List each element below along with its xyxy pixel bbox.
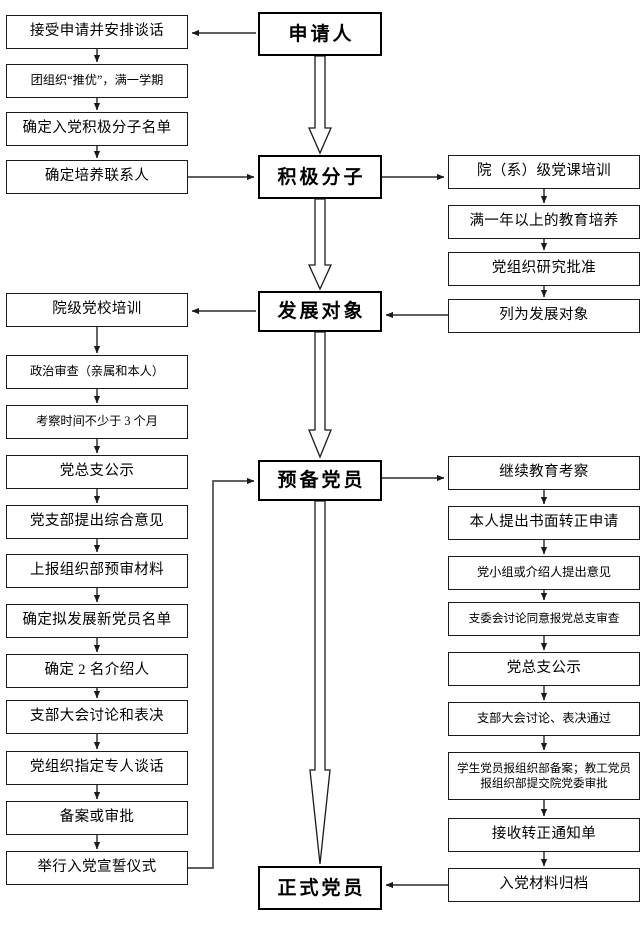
step-branch-comprehensive-opinion-label: 党支部提出综合意见 xyxy=(29,513,165,530)
block-arrow-development-to-probationary xyxy=(308,331,332,459)
step-party-org-approval[interactable]: 党组织研究批准 xyxy=(448,252,640,286)
step-filing-or-approval[interactable]: 备案或审批 xyxy=(6,801,188,835)
milestone-development-target-label: 发展对象 xyxy=(277,300,366,323)
block-arrow-applicant-to-activist xyxy=(308,55,332,155)
step-branch-comprehensive-opinion[interactable]: 党支部提出综合意见 xyxy=(6,505,188,539)
milestone-probationary-member-label: 预备党员 xyxy=(277,469,366,492)
step-confirm-activist-list[interactable]: 确定入党积极分子名单 xyxy=(6,112,188,146)
milestone-probationary-member[interactable]: 预备党员 xyxy=(258,460,382,501)
step-filing-student-staff-label: 学生党员报组织部备案；教工党员报组织部提交院党委审批 xyxy=(457,761,631,790)
milestone-full-member[interactable]: 正式党员 xyxy=(258,866,382,910)
step-oath-ceremony[interactable]: 举行入党宣誓仪式 xyxy=(6,851,188,885)
step-political-review-label: 政治审查（亲属和本人） xyxy=(29,364,165,379)
step-observation-period-label: 考察时间不少于 3 个月 xyxy=(36,414,158,429)
step-confirm-two-referrers[interactable]: 确定 2 名介绍人 xyxy=(6,654,188,688)
step-branch-publicity-2-label: 党总支公示 xyxy=(506,660,582,677)
step-listed-as-development-target-label: 列为发展对象 xyxy=(499,307,589,324)
step-one-year-education-label: 满一年以上的教育培养 xyxy=(469,213,619,230)
step-submit-prereview-materials[interactable]: 上报组织部预审材料 xyxy=(6,554,188,588)
step-archive-materials[interactable]: 入党材料归档 xyxy=(448,868,640,902)
step-branch-meeting-pass-label: 支部大会讨论、表决通过 xyxy=(476,711,612,726)
step-branch-publicity-1-label: 党总支公示 xyxy=(59,463,135,480)
connector-oath-to-probationary xyxy=(188,477,255,869)
milestone-activist-label: 积极分子 xyxy=(277,165,366,188)
step-one-year-education[interactable]: 满一年以上的教育培养 xyxy=(448,205,640,239)
milestone-applicant-label: 申请人 xyxy=(288,22,355,45)
step-group-referrer-opinion-label: 党小组或介绍人提出意见 xyxy=(476,565,612,580)
step-committee-review[interactable]: 支委会讨论同意报党总支审查 xyxy=(448,602,640,636)
step-assign-mentor[interactable]: 确定培养联系人 xyxy=(6,160,188,194)
step-submit-prereview-materials-label: 上报组织部预审材料 xyxy=(29,562,165,579)
milestone-applicant[interactable]: 申请人 xyxy=(258,12,382,56)
step-receive-conversion-notice-label: 接收转正通知单 xyxy=(491,826,597,843)
step-observation-period[interactable]: 考察时间不少于 3 个月 xyxy=(6,405,188,439)
step-designated-interview-label: 党组织指定专人谈话 xyxy=(29,759,165,776)
step-confirm-new-member-list[interactable]: 确定拟发展新党员名单 xyxy=(6,604,188,638)
step-branch-publicity-1[interactable]: 党总支公示 xyxy=(6,455,188,489)
step-receive-application[interactable]: 接受申请并安排谈话 xyxy=(6,15,188,49)
step-league-recommendation-label: 团组织“推优”，满一学期 xyxy=(30,73,164,88)
step-written-conversion-application[interactable]: 本人提出书面转正申请 xyxy=(448,506,640,540)
step-continued-education[interactable]: 继续教育考察 xyxy=(448,456,640,490)
step-filing-or-approval-label: 备案或审批 xyxy=(59,809,135,826)
step-receive-conversion-notice[interactable]: 接收转正通知单 xyxy=(448,818,640,852)
step-assign-mentor-label: 确定培养联系人 xyxy=(44,168,150,185)
milestone-full-member-label: 正式党员 xyxy=(277,876,366,899)
step-confirm-two-referrers-label: 确定 2 名介绍人 xyxy=(44,662,150,679)
step-branch-meeting-vote[interactable]: 支部大会讨论和表决 xyxy=(6,700,188,734)
step-oath-ceremony-label: 举行入党宣誓仪式 xyxy=(37,859,157,876)
step-faculty-party-course-label: 院（系）级党课培训 xyxy=(476,163,612,180)
step-branch-meeting-vote-label: 支部大会讨论和表决 xyxy=(29,708,165,725)
step-archive-materials-label: 入党材料归档 xyxy=(499,876,589,893)
step-receive-application-label: 接受申请并安排谈话 xyxy=(29,23,165,40)
step-filing-student-staff[interactable]: 学生党员报组织部备案；教工党员报组织部提交院党委审批 xyxy=(448,752,640,800)
milestone-activist[interactable]: 积极分子 xyxy=(258,155,382,199)
step-college-party-school[interactable]: 院级党校培训 xyxy=(6,293,188,327)
step-group-referrer-opinion[interactable]: 党小组或介绍人提出意见 xyxy=(448,556,640,590)
step-party-org-approval-label: 党组织研究批准 xyxy=(491,260,597,277)
step-faculty-party-course[interactable]: 院（系）级党课培训 xyxy=(448,155,640,189)
step-college-party-school-label: 院级党校培训 xyxy=(52,301,142,318)
step-branch-publicity-2[interactable]: 党总支公示 xyxy=(448,652,640,686)
milestone-development-target[interactable]: 发展对象 xyxy=(258,291,382,332)
block-arrow-probationary-to-full-member xyxy=(309,500,331,865)
step-listed-as-development-target[interactable]: 列为发展对象 xyxy=(448,299,640,333)
step-confirm-new-member-list-label: 确定拟发展新党员名单 xyxy=(22,612,172,629)
block-arrow-activist-to-development xyxy=(307,198,333,291)
step-designated-interview[interactable]: 党组织指定专人谈话 xyxy=(6,751,188,785)
step-continued-education-label: 继续教育考察 xyxy=(499,464,589,481)
step-confirm-activist-list-label: 确定入党积极分子名单 xyxy=(22,120,172,137)
step-committee-review-label: 支委会讨论同意报党总支审查 xyxy=(468,612,620,626)
step-branch-meeting-pass[interactable]: 支部大会讨论、表决通过 xyxy=(448,702,640,736)
step-written-conversion-application-label: 本人提出书面转正申请 xyxy=(469,514,619,531)
step-league-recommendation[interactable]: 团组织“推优”，满一学期 xyxy=(6,64,188,98)
step-political-review[interactable]: 政治审查（亲属和本人） xyxy=(6,355,188,389)
